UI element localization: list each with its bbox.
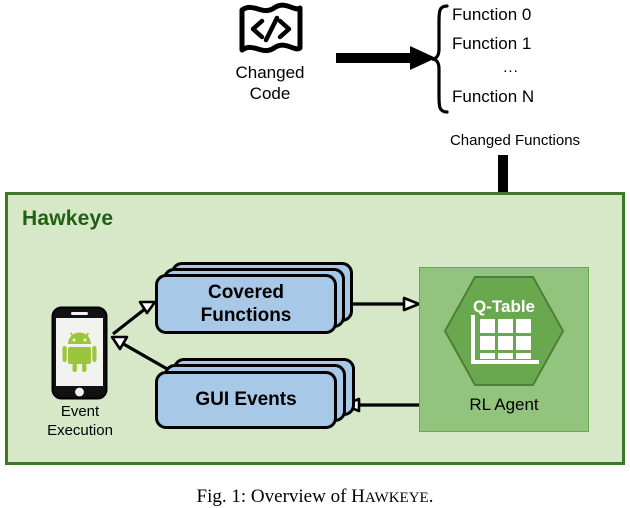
caption-suffix: . (428, 486, 434, 507)
caption-prefix: Fig. 1: Overview of (196, 486, 352, 507)
changed-functions-label: Changed Functions (449, 132, 581, 149)
hawkeye-title: Hawkeye (22, 207, 114, 230)
changed-functions-list: Function 0 Function 1 ... Function N (452, 0, 622, 111)
function-item-1: Function 1 (452, 34, 532, 53)
gui-events-card-front[interactable]: GUI Events (155, 371, 337, 429)
changed-code-label-line2: Code (249, 84, 291, 103)
figure-caption: Fig. 1: Overview of HAWKEYE. (0, 486, 630, 508)
function-item-n: Function N (452, 87, 535, 106)
covered-functions-label-line2: Functions (200, 305, 292, 326)
caption-system-rest: AWKEYE (364, 490, 429, 506)
gui-events-card-stack[interactable]: GUI Events (155, 358, 360, 432)
event-execution-line2: Execution (47, 422, 113, 439)
q-table-label: Q-Table (473, 297, 535, 316)
event-execution-label: Event Execution (20, 402, 140, 440)
rl-agent-label: RL Agent (469, 395, 539, 414)
q-table-hexagon-icon: Q-Table (442, 275, 566, 387)
covered-functions-card-stack[interactable]: Covered Functions (155, 262, 355, 334)
caption-system-first: H (351, 486, 365, 507)
changed-code-label-line1: Changed (235, 63, 305, 82)
function-item-0: Function 0 (452, 5, 532, 24)
covered-functions-card-front[interactable]: Covered Functions (155, 274, 337, 334)
covered-functions-label-line1: Covered (207, 282, 285, 303)
code-document-icon (232, 2, 306, 58)
changed-code-label: Changed Code (200, 62, 340, 104)
android-phone-icon (51, 306, 108, 400)
gui-events-label: GUI Events (195, 389, 297, 410)
arrow-right-icon (336, 45, 440, 71)
function-item-ellipsis: ... (503, 59, 519, 76)
left-curly-brace (430, 4, 450, 114)
event-execution-line1: Event (60, 403, 100, 420)
